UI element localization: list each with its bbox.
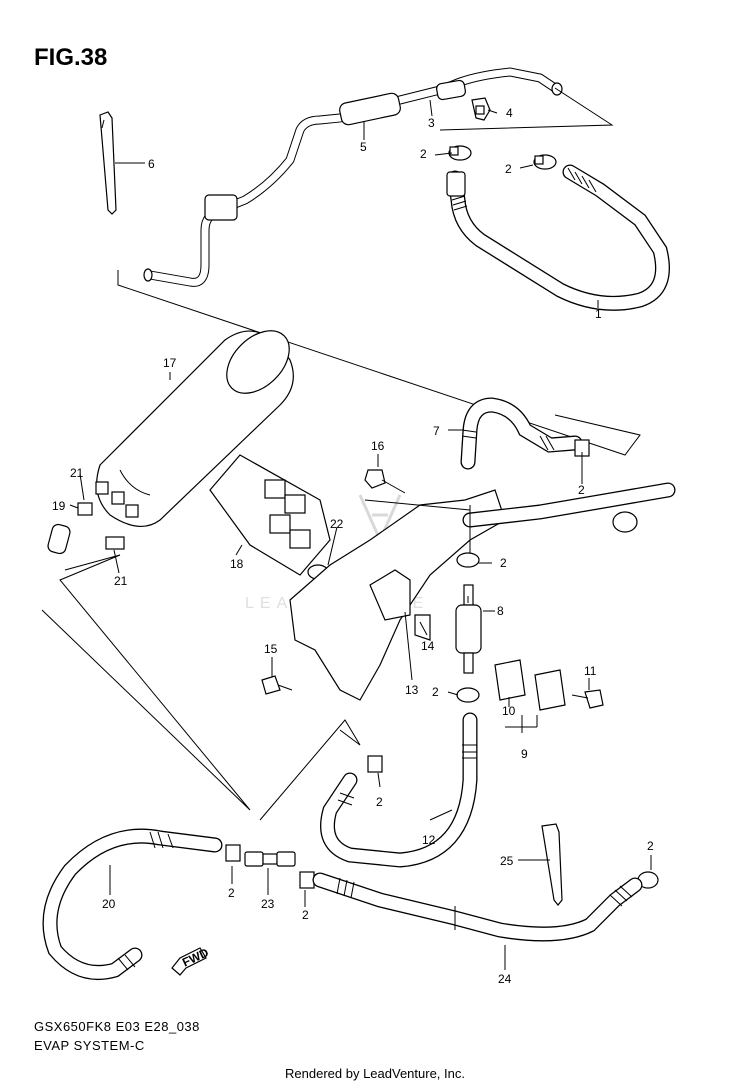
model-code: GSX650FK8 E03 E28_038	[34, 1019, 200, 1034]
footer-credit: Rendered by LeadVenture, Inc.	[285, 1066, 465, 1081]
callout-23: 23	[261, 897, 275, 911]
callout-12: 12	[422, 833, 436, 847]
part-6-tie-band[interactable]	[99, 111, 117, 215]
callout-10: 10	[502, 704, 516, 718]
callout-17: 17	[163, 356, 177, 370]
svg-text:FWD: FWD	[180, 945, 211, 969]
system-name: EVAP SYSTEM-C	[34, 1038, 145, 1053]
callout-21: 21	[114, 574, 128, 588]
callout-4: 4	[506, 106, 513, 120]
hose-7[interactable]	[460, 397, 583, 470]
callout-5: 5	[360, 140, 367, 154]
part-15-bolt[interactable]	[261, 675, 293, 695]
clamp-upper-left[interactable]	[448, 145, 472, 161]
callout-3: 3	[428, 116, 435, 130]
hose-24[interactable]	[312, 872, 643, 942]
callout-21: 21	[70, 466, 84, 480]
frame-line-upper	[117, 270, 641, 456]
pipe-right[interactable]	[462, 482, 676, 560]
callout-6: 6	[148, 157, 155, 171]
part-4-clamp[interactable]	[471, 97, 491, 121]
callout-labels: 1 2 2 2 2 2 2 2 2 2 3 4 5 6 7 8 9 10 11 …	[52, 106, 654, 986]
frame-line-upper-right	[439, 87, 614, 131]
callout-2: 2	[647, 839, 654, 853]
hose-1[interactable]	[446, 164, 670, 311]
clamp-hose-12[interactable]	[367, 755, 383, 773]
callout-2: 2	[420, 147, 427, 161]
hose-12[interactable]	[320, 687, 480, 868]
part-23-joint[interactable]	[244, 851, 296, 867]
callout-2: 2	[432, 685, 439, 699]
callout-9: 9	[521, 747, 528, 761]
callout-25: 25	[500, 854, 514, 868]
callout-18: 18	[230, 557, 244, 571]
frame-line-lower-2	[259, 719, 361, 821]
callout-20: 20	[102, 897, 116, 911]
hose-5-vent[interactable]	[143, 67, 563, 287]
clamp-upper-right[interactable]	[533, 154, 557, 170]
callout-2: 2	[302, 908, 309, 922]
callout-2: 2	[376, 795, 383, 809]
frame-line-lower	[41, 554, 251, 811]
callout-19: 19	[52, 499, 66, 513]
bracket-assembly[interactable]	[289, 489, 506, 701]
callout-16: 16	[371, 439, 385, 453]
part-11-screw[interactable]	[571, 689, 604, 709]
figure-title: FIG.38	[34, 44, 108, 71]
callout-2: 2	[228, 886, 235, 900]
leader-lines	[69, 99, 652, 970]
hose-20[interactable]	[42, 828, 223, 980]
part-21-clamp-a[interactable]	[77, 502, 93, 516]
part-8-valve[interactable]	[455, 552, 482, 674]
fwd-arrow-icon: FWD	[171, 945, 211, 976]
part-19-hose[interactable]	[47, 523, 72, 555]
part-21-clamp-b[interactable]	[105, 536, 125, 550]
part-16-bolt[interactable]	[364, 469, 406, 494]
callout-2: 2	[505, 162, 512, 176]
part-17-canister[interactable]	[95, 319, 301, 527]
part-18-holder[interactable]	[209, 454, 331, 576]
callout-7: 7	[433, 424, 440, 438]
clamp-lower-a[interactable]	[225, 844, 241, 862]
callout-15: 15	[264, 642, 278, 656]
callout-8: 8	[497, 604, 504, 618]
callout-13: 13	[405, 683, 419, 697]
part-25-tie-band[interactable]	[541, 823, 563, 906]
callout-11: 11	[584, 664, 597, 678]
callout-24: 24	[498, 972, 512, 986]
part-10-clamps[interactable]	[494, 659, 566, 711]
callout-2: 2	[500, 556, 507, 570]
callout-22: 22	[330, 517, 344, 531]
clamp-lower-b[interactable]	[299, 871, 315, 889]
callout-1: 1	[595, 307, 602, 321]
callout-2: 2	[578, 483, 585, 497]
callout-14: 14	[421, 639, 435, 653]
